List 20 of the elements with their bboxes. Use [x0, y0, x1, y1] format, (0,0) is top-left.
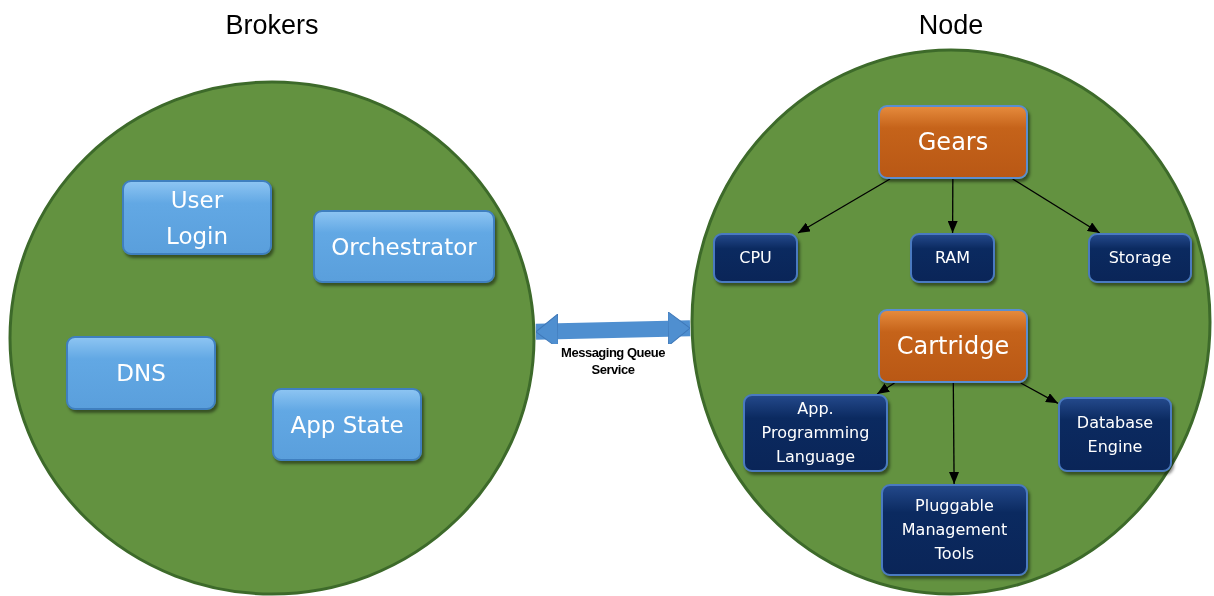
group-box: Cartridge	[878, 309, 1028, 383]
arrow	[1020, 382, 1059, 404]
resource-box: App. Programming Language	[743, 394, 888, 472]
resource-box: Pluggable Management Tools	[881, 484, 1028, 576]
resource-box: Storage	[1088, 233, 1192, 283]
arrow	[876, 382, 896, 395]
resource-box: CPU	[713, 233, 798, 283]
arrow	[797, 178, 891, 234]
arrow	[1012, 178, 1101, 234]
cluster-heading: Brokers	[224, 9, 320, 42]
resource-box: Database Engine	[1058, 397, 1172, 472]
arrow	[947, 178, 958, 234]
cluster-heading: Node	[917, 9, 985, 42]
process-box: App State	[272, 388, 422, 461]
process-box: Orchestrator	[313, 210, 495, 283]
process-box: User Login	[122, 180, 272, 255]
resource-box: RAM	[910, 233, 995, 283]
process-box: DNS	[66, 336, 216, 410]
arrow	[949, 382, 960, 485]
group-box: Gears	[878, 105, 1028, 179]
